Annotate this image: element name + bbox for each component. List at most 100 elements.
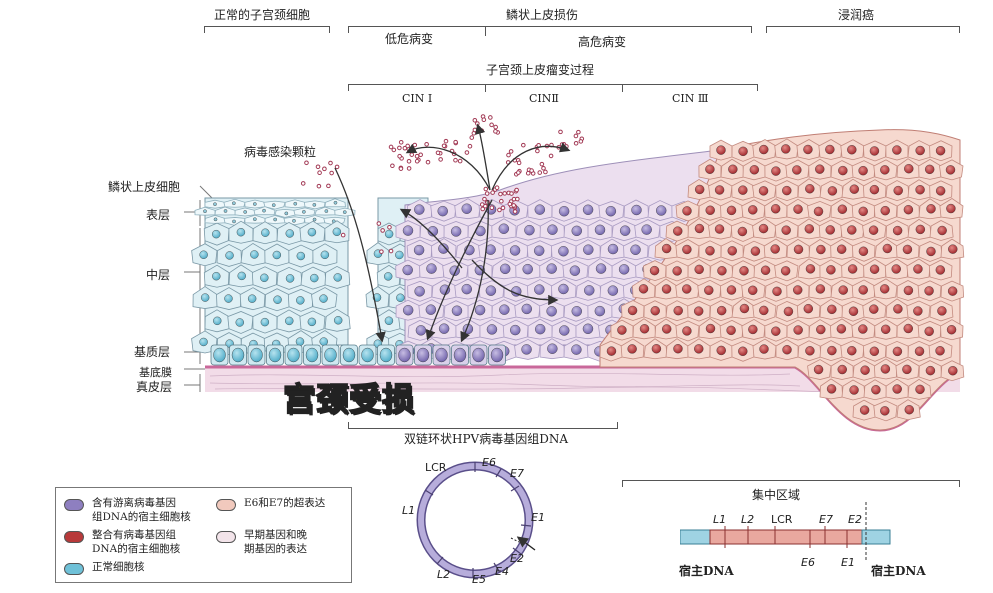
basal-nucleus	[305, 347, 319, 363]
virus-particle	[414, 153, 420, 159]
cancer-nucleus	[661, 284, 672, 294]
virus-particle	[500, 205, 506, 211]
cancer-nucleus	[893, 185, 903, 196]
virus-particle	[300, 181, 306, 186]
legend: 含有游离病毒基因 组DNA的宿主细胞核 E6和E7的超表达 整合有病毒基因组 D…	[55, 487, 352, 583]
hpv-gene-e2: E2	[510, 552, 524, 565]
cin-nucleus	[533, 245, 545, 256]
cin-nucleus	[461, 283, 472, 295]
virus-particle	[388, 144, 394, 150]
normal-surface-nucleus	[213, 202, 217, 206]
label-surface-layer: 表层	[146, 208, 171, 222]
integrated-dna-bar	[680, 502, 891, 560]
cancer-nucleus	[780, 266, 791, 276]
virus-particle	[521, 142, 526, 148]
cin-nucleus	[402, 264, 413, 276]
cancer-nucleus	[848, 306, 859, 316]
hpv-gene-l2: L2	[437, 568, 451, 581]
cin-nucleus	[641, 224, 652, 235]
basal-nucleus	[398, 347, 411, 363]
cin-nucleus	[485, 285, 497, 296]
virus-particle	[494, 185, 500, 190]
virus-particle	[453, 157, 458, 163]
virus-particle	[516, 160, 522, 166]
cancer-nucleus	[714, 224, 725, 234]
cancer-nucleus	[739, 303, 750, 314]
cancer-nucleus	[913, 264, 923, 274]
label-invasive-cancer: 浸润癌	[838, 8, 875, 22]
cancer-nucleus	[661, 243, 672, 254]
cancer-nucleus	[726, 205, 737, 216]
cancer-nucleus	[727, 246, 737, 256]
virus-particle	[435, 150, 441, 156]
hpv-gene-e6: E6	[482, 456, 496, 469]
normal-middle-nucleus	[319, 337, 328, 346]
label-cin1: CIN Ⅰ	[402, 92, 433, 105]
cancer-nucleus	[947, 286, 958, 296]
normal-middle-nucleus	[250, 250, 259, 259]
cin-nucleus	[510, 324, 521, 336]
virus-particle	[514, 187, 519, 193]
hpv-circular-genome	[416, 461, 536, 579]
int-gene-e7: E7	[819, 513, 833, 526]
virus-particle	[391, 147, 397, 153]
virus-particle	[380, 228, 385, 233]
cancer-nucleus	[705, 164, 715, 174]
virus-particle	[490, 190, 495, 195]
cancer-nucleus	[738, 346, 748, 356]
cin-nucleus	[547, 343, 558, 354]
cancer-nucleus	[803, 144, 813, 155]
cin-nucleus	[584, 285, 595, 296]
hpv-gene-e5: E5	[472, 573, 486, 586]
virus-particle	[467, 143, 473, 149]
infection-arrows	[334, 123, 571, 343]
cin-nucleus	[402, 305, 414, 316]
cancer-nucleus	[682, 206, 692, 216]
virus-particle	[409, 152, 415, 157]
cancer-nucleus	[871, 385, 881, 395]
cancer-nucleus	[759, 344, 769, 354]
virus-particle	[425, 159, 431, 165]
cancer-nucleus	[904, 164, 914, 174]
cancer-nucleus	[738, 185, 748, 195]
normal-middle-nucleus	[235, 318, 244, 327]
gap-middle-nucleus	[384, 229, 394, 239]
normal-middle-nucleus	[332, 227, 342, 236]
virus-particle	[479, 128, 485, 133]
cancer-nucleus	[748, 324, 758, 335]
virus-particle	[516, 170, 521, 175]
virus-particle	[507, 201, 513, 207]
cancer-nucleus	[935, 265, 946, 275]
cancer-nucleus	[793, 325, 803, 335]
cancer-nucleus	[926, 204, 936, 214]
cancer-nucleus	[836, 324, 847, 334]
cancer-nucleus	[813, 364, 824, 375]
normal-surface-nucleus	[223, 209, 228, 213]
virus-particle	[475, 121, 480, 126]
normal-surface-nucleus	[243, 210, 247, 214]
cancer-nucleus	[858, 324, 868, 334]
cancer-nucleus	[902, 364, 912, 375]
label-basal-layer: 基质层	[134, 345, 171, 359]
cin-nucleus	[438, 243, 449, 254]
virus-particle	[573, 140, 579, 146]
cin-nucleus	[558, 206, 570, 217]
cancer-nucleus	[758, 186, 769, 196]
int-gene-e6: E6	[801, 556, 815, 569]
cancer-nucleus	[858, 285, 868, 295]
normal-surface-nucleus	[312, 203, 317, 207]
normal-surface-nucleus	[324, 209, 329, 213]
cancer-nucleus	[826, 265, 836, 275]
normal-surface-nucleus	[284, 211, 289, 216]
basal-nucleus	[231, 347, 245, 363]
basal-nucleus	[490, 347, 504, 363]
cancer-nucleus	[879, 284, 890, 294]
virus-particle	[406, 166, 412, 171]
virus-particle	[441, 143, 447, 149]
cancer-nucleus	[825, 144, 835, 155]
normal-surface-nucleus	[232, 201, 236, 206]
virus-particle	[376, 221, 382, 226]
cin-nucleus	[425, 304, 437, 315]
label-virus-particles: 病毒感染颗粒	[244, 145, 317, 159]
virus-particle	[498, 191, 503, 197]
